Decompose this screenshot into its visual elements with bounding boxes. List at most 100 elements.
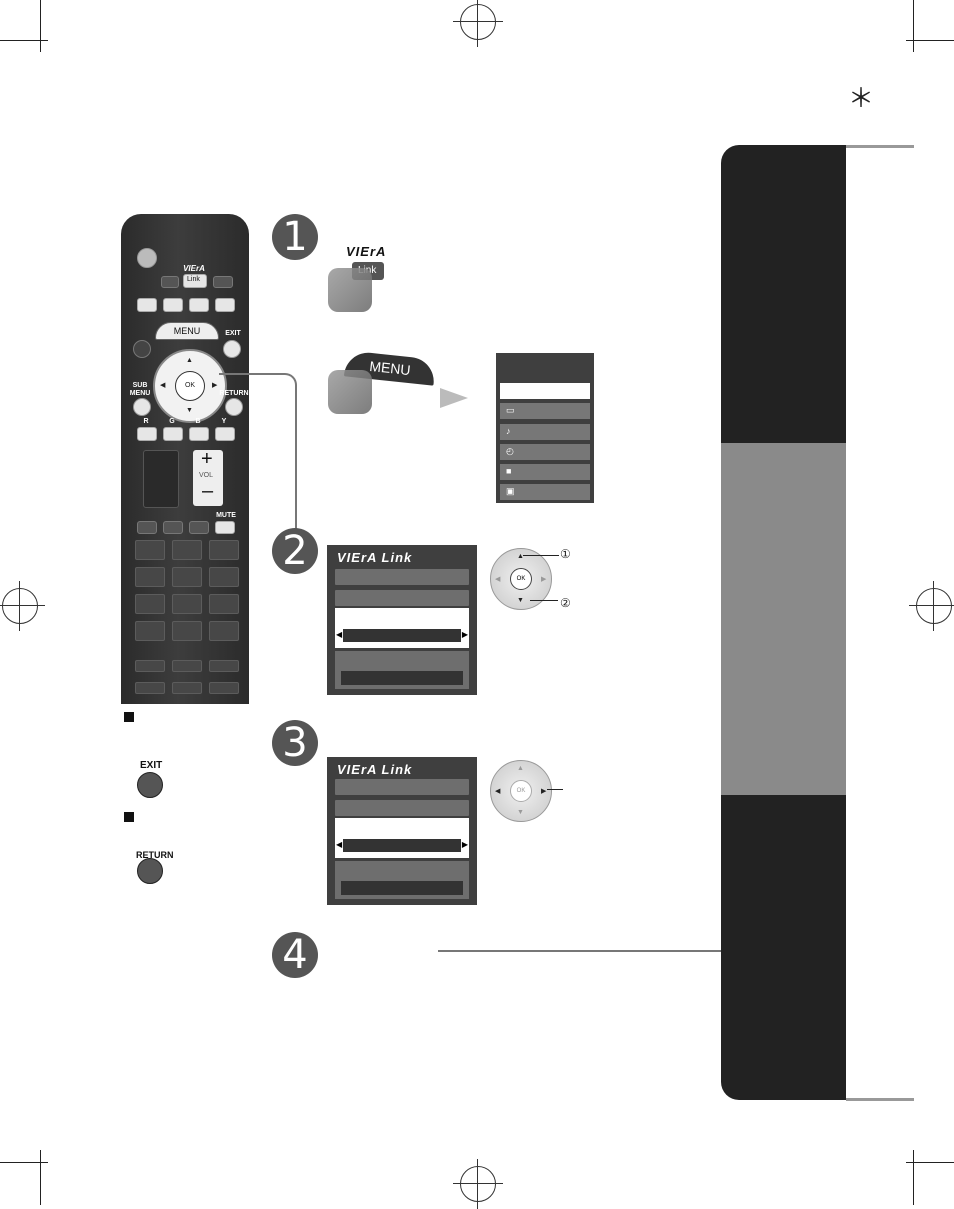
registration-mark [0, 581, 45, 631]
up-arrow-icon: ▲ [517, 553, 524, 560]
menu-item-audio: ♪ [500, 424, 590, 440]
legend-return-button [137, 858, 163, 884]
left-arrow-icon: ◀ [336, 840, 343, 849]
remote-key[interactable] [215, 298, 235, 312]
function-key[interactable] [135, 682, 165, 694]
side-tab-dark-bottom [721, 795, 846, 1100]
volume-rocker[interactable]: + VOL – [193, 448, 223, 506]
dpad[interactable]: ▲ ▼ ◀ ▶ OK [153, 349, 227, 423]
dpad-diagram-step2: ▲ ▼ ◀ ▶ OK [490, 548, 552, 610]
down-arrow-icon: ▼ [186, 407, 193, 414]
pointing-hand-icon [328, 370, 372, 414]
callout-marker-2: ② [560, 596, 571, 610]
function-key[interactable] [135, 660, 165, 672]
main-menu-screen: ▭ ♪ ◴ ■ ▣ [496, 353, 594, 503]
callout-line [530, 600, 558, 601]
return-label: RETURN [219, 390, 249, 397]
return-button[interactable] [225, 398, 243, 416]
up-arrow-icon: ▲ [186, 357, 193, 364]
viera-link-screen-step2: VIErA Link ◀ ▶ [327, 545, 477, 695]
number-key[interactable] [135, 594, 165, 614]
number-key[interactable] [209, 567, 239, 587]
remote-key[interactable] [189, 521, 209, 534]
color-label-g: G [169, 418, 175, 425]
color-label-r: R [143, 418, 149, 425]
menu-row [335, 590, 469, 606]
green-button[interactable] [163, 427, 183, 441]
menu-item-picture: ▭ [500, 403, 590, 419]
up-arrow-icon: ▲ [517, 765, 524, 772]
lower-panel [335, 861, 469, 899]
red-button[interactable] [137, 427, 157, 441]
viera-link-logo: VIErA Link [337, 550, 413, 565]
function-key[interactable] [209, 660, 239, 672]
menu-button[interactable]: MENU [155, 322, 219, 340]
crop-mark [913, 1150, 914, 1205]
number-key[interactable] [209, 621, 239, 641]
step1-viera-label: VIErA [346, 244, 387, 259]
yellow-button[interactable] [215, 427, 235, 441]
function-key[interactable] [172, 682, 202, 694]
registration-mark [909, 581, 954, 631]
remote-key[interactable] [161, 276, 179, 288]
vol-label: VOL [199, 472, 214, 479]
blue-button[interactable] [189, 427, 209, 441]
number-key[interactable] [209, 594, 239, 614]
crop-mark [40, 0, 41, 52]
ok-icon: OK [510, 780, 532, 802]
connector-line [219, 373, 297, 565]
callout-marker-1: ① [560, 547, 571, 561]
power-button[interactable] [137, 248, 157, 268]
sub-menu-label: SUB MENU [129, 382, 151, 397]
exit-button[interactable] [223, 340, 241, 358]
remote-key[interactable] [137, 521, 157, 534]
mute-button[interactable] [215, 521, 235, 534]
function-key[interactable] [172, 660, 202, 672]
crop-mark [0, 1162, 48, 1163]
ok-button[interactable]: OK [175, 371, 205, 401]
number-key[interactable] [135, 540, 165, 560]
step-2-circle: 2 [272, 528, 318, 574]
remote-key[interactable] [137, 298, 157, 312]
number-key[interactable] [135, 621, 165, 641]
bullet-square-2 [124, 812, 134, 822]
number-key[interactable] [172, 567, 202, 587]
function-key[interactable] [209, 682, 239, 694]
number-key[interactable] [172, 621, 202, 641]
remote-key[interactable] [133, 340, 151, 358]
channel-rocker[interactable] [143, 450, 179, 508]
lock-icon: ■ [506, 466, 512, 476]
side-tab-strip [721, 145, 846, 1100]
legend-exit-label: EXIT [140, 760, 163, 771]
step4-rule [438, 950, 722, 952]
remote-key[interactable] [163, 521, 183, 534]
callout-line [523, 555, 559, 556]
side-tab-bottom-rule [846, 1098, 914, 1101]
remote-key[interactable] [213, 276, 233, 288]
plus-icon: + [201, 448, 213, 470]
left-arrow-icon: ◀ [495, 576, 501, 583]
legend-return-label: RETURN [136, 850, 174, 860]
left-arrow-icon: ◀ [336, 630, 343, 639]
bottom-keys [121, 660, 249, 704]
step-1-circle: 1 [272, 214, 318, 260]
crop-mark [906, 40, 954, 41]
crop-mark [0, 40, 48, 41]
setup-icon: ▣ [506, 486, 515, 496]
viera-link-button[interactable]: Link [183, 274, 207, 288]
viera-link-logo: VIErA Link [337, 762, 413, 777]
number-key[interactable] [172, 594, 202, 614]
selected-panel: ◀ ▶ [335, 818, 469, 858]
remote-key[interactable] [189, 298, 209, 312]
remote-key[interactable] [163, 298, 183, 312]
viera-label: VIErA [183, 264, 205, 273]
menu-item-lock: ■ [500, 464, 590, 480]
lower-panel [335, 651, 469, 689]
right-arrow-icon: ▶ [461, 630, 468, 639]
color-label-b: B [195, 418, 201, 425]
sub-menu-button[interactable] [133, 398, 151, 416]
number-key[interactable] [172, 540, 202, 560]
number-key[interactable] [135, 567, 165, 587]
right-arrow-icon: ▶ [541, 788, 547, 795]
asterisk-mark: ＊ [848, 83, 875, 113]
